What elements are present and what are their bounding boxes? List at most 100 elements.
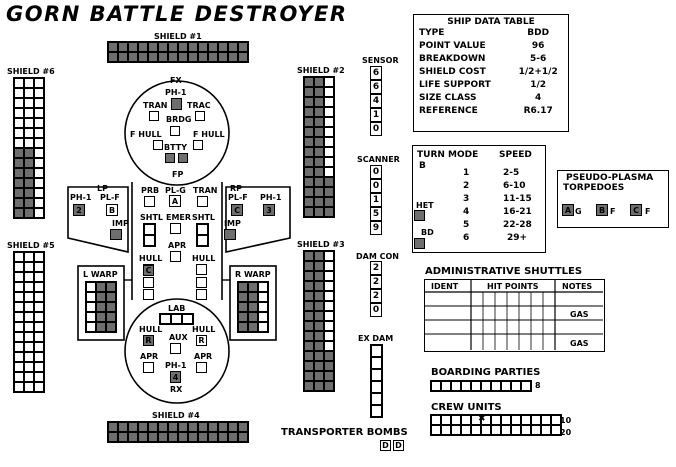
shield-box[interactable] [324,137,334,147]
warp-box[interactable] [248,312,258,322]
sensor-box[interactable]: 1 [370,108,382,122]
shield-box[interactable] [34,292,44,302]
warp-box[interactable] [238,292,248,302]
shield-box[interactable] [304,127,314,137]
shield-box[interactable] [314,137,324,147]
shield-box[interactable] [324,341,334,351]
bridge-box-1[interactable] [170,126,180,136]
shield-box[interactable] [304,261,314,271]
shield-box[interactable] [314,187,324,197]
shield-box[interactable] [24,252,34,262]
warp-box[interactable] [258,282,268,292]
shield-box[interactable] [24,322,34,332]
plasma-box-b[interactable]: B [596,204,608,216]
shield-box[interactable] [138,422,148,432]
het-box[interactable] [414,210,425,221]
boarding-box[interactable] [471,381,481,391]
crew-box[interactable] [481,425,491,435]
shield-box[interactable] [228,42,238,52]
lab-boxes[interactable] [159,313,194,325]
shield-box[interactable] [34,188,44,198]
shield-box[interactable] [34,332,44,342]
shield-box[interactable] [24,128,34,138]
shield-box[interactable] [304,167,314,177]
shield-box[interactable] [304,311,314,321]
shield-box[interactable] [14,272,24,282]
battery-box-1[interactable] [165,153,175,163]
shield-box[interactable] [34,168,44,178]
hull-left-box-c[interactable]: C [143,265,154,276]
lab-box[interactable] [182,314,193,324]
apr-right-box[interactable] [196,362,207,373]
shield-box[interactable] [228,52,238,62]
shield-box[interactable] [188,422,198,432]
shield-box[interactable] [314,77,324,87]
exdam-box[interactable] [371,369,382,381]
shield-box[interactable] [304,87,314,97]
shield-box[interactable] [218,42,228,52]
fhull-right-box[interactable] [193,140,203,150]
shield-box[interactable] [34,148,44,158]
shield-box[interactable] [108,432,118,442]
warp-box[interactable] [258,322,268,332]
shield-box[interactable] [24,198,34,208]
boarding-box[interactable] [431,381,441,391]
shield-box[interactable] [24,98,34,108]
shield-box[interactable] [14,108,24,118]
shield-box[interactable] [34,322,44,332]
shield-box[interactable] [148,422,158,432]
shield-box[interactable] [24,282,34,292]
shield-box[interactable] [324,351,334,361]
shield-box[interactable] [108,422,118,432]
shield-box[interactable] [14,198,24,208]
shield-5-boxes[interactable] [13,251,45,393]
damcon-box[interactable]: 2 [370,289,382,303]
boarding-box[interactable] [441,381,451,391]
shield-box[interactable] [168,42,178,52]
shield-box[interactable] [14,252,24,262]
shield-box[interactable] [24,208,34,218]
crew-box[interactable] [531,415,541,425]
shield-box[interactable] [324,271,334,281]
exdam-box[interactable] [371,393,382,405]
shield-box[interactable] [304,107,314,117]
shield-box[interactable] [324,251,334,261]
shield-box[interactable] [14,362,24,372]
imp-left-box[interactable] [110,229,122,240]
shield-box[interactable] [34,138,44,148]
shield-box[interactable] [304,291,314,301]
shield-box[interactable] [218,52,228,62]
apr-left-box[interactable] [143,362,154,373]
shield-box[interactable] [158,422,168,432]
warp-box[interactable] [106,322,116,332]
shield-box[interactable] [218,432,228,442]
shield-box[interactable] [304,137,314,147]
shield-box[interactable] [34,178,44,188]
exdam-boxes[interactable] [370,344,383,418]
shield-box[interactable] [324,147,334,157]
crew-box[interactable] [461,425,471,435]
shield-box[interactable] [14,342,24,352]
crew-box[interactable] [551,415,561,425]
shield-box[interactable] [314,301,324,311]
shield-box[interactable] [198,432,208,442]
scanner-track[interactable]: 0 0 1 5 9 [370,165,382,235]
shield-box[interactable] [324,167,334,177]
crew-box[interactable] [491,425,501,435]
warp-box[interactable] [258,302,268,312]
shield-box[interactable] [34,262,44,272]
warp-box[interactable] [96,292,106,302]
boarding-box[interactable] [451,381,461,391]
fhull-left-box[interactable] [153,140,163,150]
shield-box[interactable] [304,321,314,331]
plasma-box-c[interactable]: C [630,204,642,216]
shield-box[interactable] [324,291,334,301]
shield-box[interactable] [24,302,34,312]
shuttle-box[interactable] [144,224,155,235]
shield-2-boxes[interactable] [303,76,335,218]
shield-box[interactable] [314,291,324,301]
shield-box[interactable] [158,42,168,52]
shuttle-box[interactable] [197,235,208,246]
shield-box[interactable] [158,52,168,62]
shield-box[interactable] [198,52,208,62]
